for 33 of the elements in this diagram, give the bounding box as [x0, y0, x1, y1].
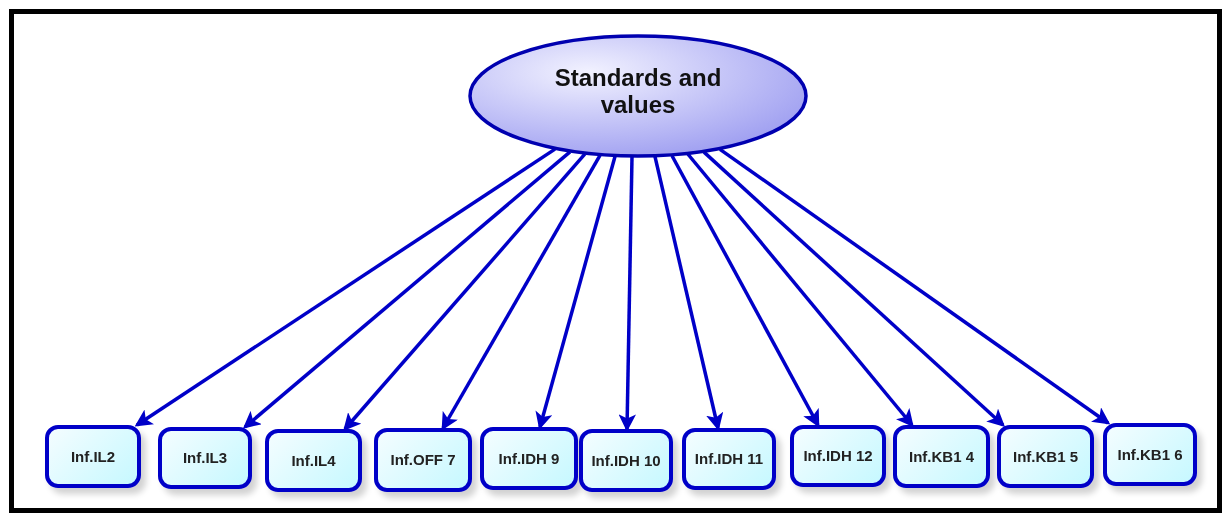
box-label: Inf.IDH 12: [803, 447, 873, 465]
rounded-box: [682, 428, 776, 490]
box-label: Inf.IL4: [290, 451, 337, 470]
box-label: Inf.IDH 10: [591, 451, 661, 470]
box-label: Inf.KB1 4: [908, 447, 975, 466]
box-label: Inf.IL3: [181, 449, 229, 467]
rounded-box: [1103, 423, 1197, 486]
arrow: [343, 152, 587, 432]
arrow: [653, 156, 724, 431]
rounded-box: [579, 429, 673, 492]
arrow: [719, 147, 1111, 425]
box-label: Inf.KB1 6: [1116, 445, 1184, 464]
box-label: Inf.IDH 9: [497, 449, 561, 468]
rounded-box: [158, 427, 252, 489]
rounded-box: [790, 425, 886, 487]
rounded-box: [893, 425, 990, 488]
arrow: [134, 147, 556, 427]
box-label: Inf.KB1 5: [1012, 447, 1079, 466]
arrow: [441, 154, 602, 431]
rounded-box: [997, 425, 1094, 488]
rounded-box: [265, 429, 362, 492]
rounded-box: [374, 428, 472, 492]
box-label: Inf.IL2: [69, 447, 117, 466]
node-label: Standards and values: [553, 64, 723, 118]
arrow: [686, 153, 914, 428]
box-label: Inf.OFF 7: [389, 451, 457, 469]
arrow: [618, 156, 636, 432]
arrow: [535, 155, 617, 430]
box-label: Inf.IDH 11: [694, 450, 764, 468]
arrow: [242, 150, 572, 429]
rounded-box: [45, 425, 141, 488]
rounded-box: [480, 427, 578, 490]
arrow: [670, 154, 820, 428]
